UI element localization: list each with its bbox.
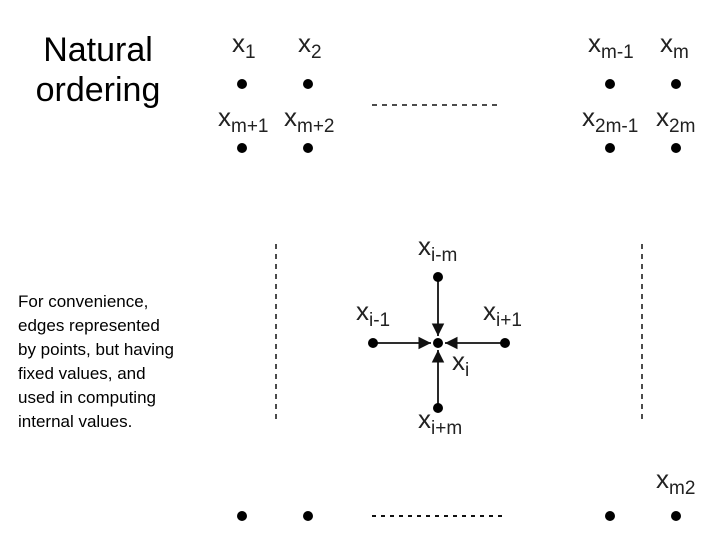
point-xm+2 [303, 143, 313, 153]
label-x1: x1 [232, 28, 256, 63]
label-x2m: x2m [656, 102, 695, 137]
label-xm-1: xm-1 [588, 28, 634, 63]
point-xi [433, 338, 443, 348]
point-xm-1 [605, 79, 615, 89]
point-bottom-3 [605, 511, 615, 521]
label-xi-m: xi-m [418, 231, 457, 266]
point-xm+1 [237, 143, 247, 153]
point-xm2 [671, 511, 681, 521]
label-xm: xm [660, 28, 689, 63]
point-xi+m [433, 403, 443, 413]
label-xi-1: xi-1 [356, 296, 390, 331]
point-x2 [303, 79, 313, 89]
title: Natural ordering [18, 30, 178, 110]
point-xi-m [433, 272, 443, 282]
label-xi: xi [452, 346, 469, 381]
point-bottom-1 [237, 511, 247, 521]
label-xi+1: xi+1 [483, 296, 522, 331]
point-x2m-1 [605, 143, 615, 153]
label-xm2: xm2 [656, 464, 695, 499]
point-xm [671, 79, 681, 89]
title-line-1: Natural [43, 31, 153, 69]
label-x2: x2 [298, 28, 322, 63]
point-xi-1 [368, 338, 378, 348]
label-xm+2: xm+2 [284, 102, 335, 137]
point-xi+1 [500, 338, 510, 348]
point-x1 [237, 79, 247, 89]
point-x2m [671, 143, 681, 153]
label-xi+m: xi+m [418, 404, 462, 439]
point-bottom-2 [303, 511, 313, 521]
label-xm+1: xm+1 [218, 102, 269, 137]
title-line-2: ordering [35, 71, 161, 109]
note-text: For convenience, edges represented by po… [18, 292, 174, 431]
label-x2m-1: x2m-1 [582, 102, 638, 137]
